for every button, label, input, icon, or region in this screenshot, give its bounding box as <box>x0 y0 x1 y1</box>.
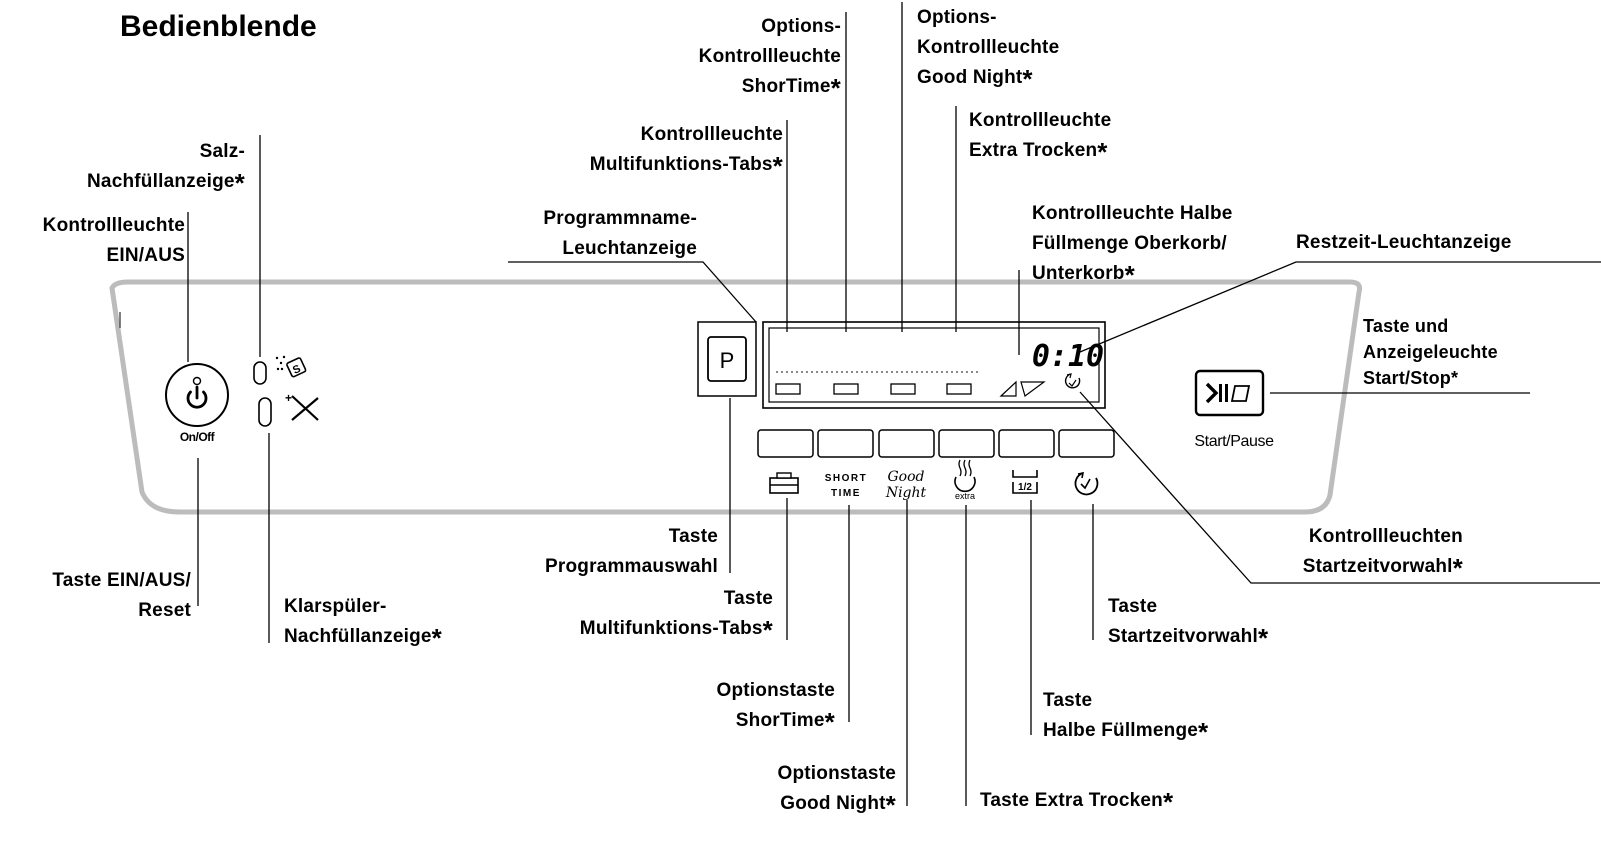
half-load-icon-label: 1/2 <box>1018 482 1032 493</box>
half-load-indicator-icon <box>999 380 1046 397</box>
label-taste-halbe-fuellmenge: Taste Halbe Füllmenge* <box>1043 690 1209 747</box>
label-kontrollleuchte-multitabs: Kontrollleuchte Multifunktions-Tabs* <box>589 124 783 181</box>
on-off-label: On/Off <box>180 430 216 444</box>
page-title: Bedienblende <box>120 10 317 43</box>
label-klarspueler-nachfuellanzeige: Klarspüler- Nachfüllanzeige* <box>284 596 442 653</box>
indicator-goodnight <box>890 383 916 395</box>
half-load-button[interactable] <box>998 429 1055 458</box>
label-optionstaste-goodnight: Optionstaste Good Night* <box>777 763 896 820</box>
label-options-kontrollleuchte-shortime: Options- Kontrollleuchte ShorTime* <box>698 16 841 103</box>
program-select-button[interactable] <box>707 336 747 382</box>
label-kontrollleuchte-ein-aus: Kontrollleuchte EIN/AUS <box>42 215 185 266</box>
goodnight-icon-bottom: Night <box>885 485 927 501</box>
multitab-icon <box>769 472 799 494</box>
rinse-aid-icon: + <box>285 391 319 421</box>
shorttime-icon-bottom: TIME <box>831 488 861 499</box>
goodnight-icon-top: Good <box>887 469 924 485</box>
goodnight-button[interactable] <box>878 429 935 458</box>
label-taste-multitabs: Taste Multifunktions-Tabs* <box>579 588 773 645</box>
label-options-kontrollleuchte-goodnight: Options- Kontrollleuchte Good Night* <box>917 7 1060 94</box>
panel-outline <box>109 279 1363 515</box>
label-salz-nachfuellanzeige: Salz- Nachfüllanzeige* <box>87 141 245 198</box>
rinse-aid-indicator-lamp <box>258 397 272 427</box>
salt-icon: S <box>275 355 307 378</box>
svg-text:S: S <box>291 363 303 377</box>
label-taste-ein-aus-reset: Taste EIN/AUS/ Reset <box>52 570 191 621</box>
start-pause-button[interactable] <box>1194 369 1265 417</box>
extra-dry-icon <box>954 459 976 493</box>
label-programmname-leuchtanzeige: Programmname- Leuchtanzeige <box>543 208 697 259</box>
delay-start-indicator-icon <box>1064 373 1081 389</box>
shorttime-icon-top: SHORT <box>825 473 868 484</box>
start-pause-icon <box>1205 382 1251 404</box>
multitab-button[interactable] <box>757 429 814 458</box>
label-taste-extra-trocken: Taste Extra Trocken* <box>980 787 1174 817</box>
label-taste-anzeigeleuchte-start-stop: Taste und Anzeigeleuchte Start/Stop* <box>1363 316 1498 388</box>
label-kontrollleuchte-extra-trocken: Kontrollleuchte Extra Trocken* <box>969 110 1112 167</box>
label-optionstaste-shortime: Optionstaste ShorTime* <box>716 680 835 737</box>
indicator-shorttime <box>833 383 859 395</box>
svg-text:+: + <box>285 391 292 405</box>
delay-start-icon <box>1074 471 1099 496</box>
label-restzeit-leuchtanzeige: Restzeit-Leuchtanzeige <box>1296 232 1512 253</box>
label-taste-startzeitvorwahl: Taste Startzeitvorwahl* <box>1108 596 1269 653</box>
extra-dry-button[interactable] <box>938 429 995 458</box>
salt-indicator-lamp <box>253 361 267 385</box>
indicator-extra-dry <box>946 383 972 395</box>
program-button-label: P <box>720 348 735 373</box>
on-off-button[interactable] <box>165 363 229 427</box>
delay-start-button[interactable] <box>1058 429 1115 458</box>
label-kontrollleuchten-startzeitvorwahl: Kontrollleuchten Startzeitvorwahl* <box>1302 526 1463 583</box>
display-panel <box>762 321 1106 409</box>
indicator-multitab <box>775 383 801 395</box>
half-load-icon <box>1012 470 1038 494</box>
extra-dry-icon-label: extra <box>955 491 975 501</box>
remaining-time-display: 0:10 <box>1032 339 1104 374</box>
label-taste-programmauswahl: Taste Programmauswahl <box>545 526 718 577</box>
shorttime-button[interactable] <box>817 429 874 458</box>
label-kontrollleuchte-halbe-fuellmenge: Kontrollleuchte Halbe Füllmenge Oberkorb… <box>1032 203 1233 290</box>
leader-lines <box>187 2 1601 806</box>
start-pause-label: Start/Pause <box>1194 433 1274 450</box>
